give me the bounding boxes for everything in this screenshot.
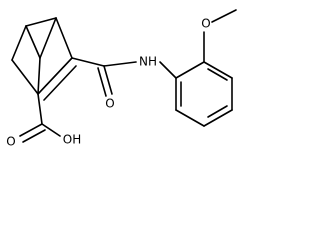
- atom-label-amide-oxygen: O: [105, 97, 114, 111]
- bond: [25, 25, 41, 59]
- bond: [203, 109, 233, 127]
- aromatic-bond: [207, 68, 228, 81]
- atom-label-acid-carbonyl-oxygen: O: [6, 135, 15, 149]
- molecule-structure-diagram: O NH O O OH: [6, 9, 237, 149]
- atom-label-acid-hydroxyl: OH: [63, 133, 81, 147]
- bond: [37, 93, 43, 125]
- double-bond: [22, 129, 46, 143]
- double-bond: [103, 65, 113, 95]
- double-bond: [19, 123, 43, 137]
- bond: [211, 9, 237, 23]
- bond: [39, 17, 57, 59]
- bond: [11, 25, 27, 61]
- double-bond: [37, 57, 73, 95]
- bond: [203, 61, 233, 79]
- bond: [175, 109, 205, 127]
- double-bond: [43, 65, 77, 101]
- bond: [37, 57, 41, 95]
- bond: [55, 17, 73, 59]
- bond: [25, 17, 57, 27]
- bond: [41, 123, 61, 137]
- bond: [71, 57, 105, 67]
- double-bond: [97, 67, 107, 97]
- atom-label-amide-nitrogen: NH: [139, 55, 157, 69]
- bond: [175, 61, 205, 79]
- norbornene-core: [11, 17, 77, 101]
- bond: [11, 59, 39, 95]
- benzene-ring: [175, 9, 237, 127]
- bond: [103, 61, 137, 67]
- bond: [159, 61, 177, 79]
- carboxylic-acid-group: [19, 93, 61, 143]
- aromatic-bond: [207, 105, 228, 118]
- amide-group: [71, 57, 177, 97]
- atom-label-methoxy-oxygen: O: [201, 17, 210, 31]
